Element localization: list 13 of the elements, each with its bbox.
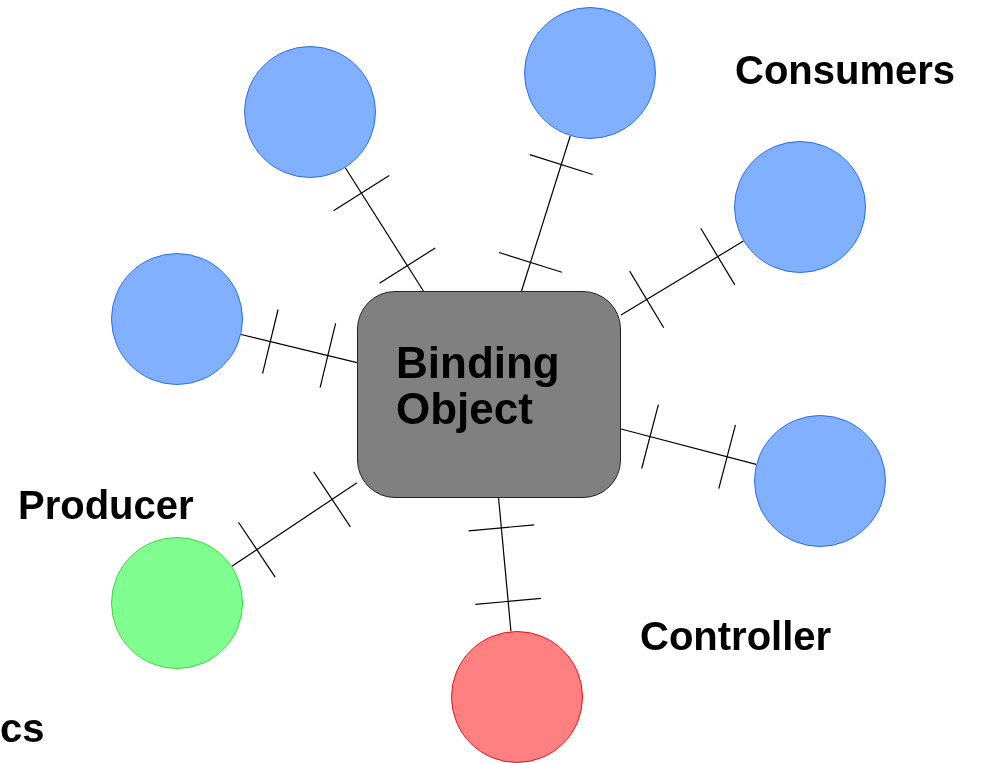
text-label: cs <box>0 708 45 748</box>
text-label: Controller <box>640 616 832 656</box>
process-box <box>357 291 621 498</box>
connector <box>620 404 757 490</box>
connector <box>467 497 542 632</box>
connector <box>498 135 594 292</box>
text-label: Producer <box>18 485 194 525</box>
connector <box>231 471 358 578</box>
connector <box>332 167 436 292</box>
text-label: Consumers <box>735 50 956 90</box>
connector <box>240 308 358 389</box>
node-title: Binding Object <box>396 340 561 432</box>
connector <box>620 227 745 329</box>
